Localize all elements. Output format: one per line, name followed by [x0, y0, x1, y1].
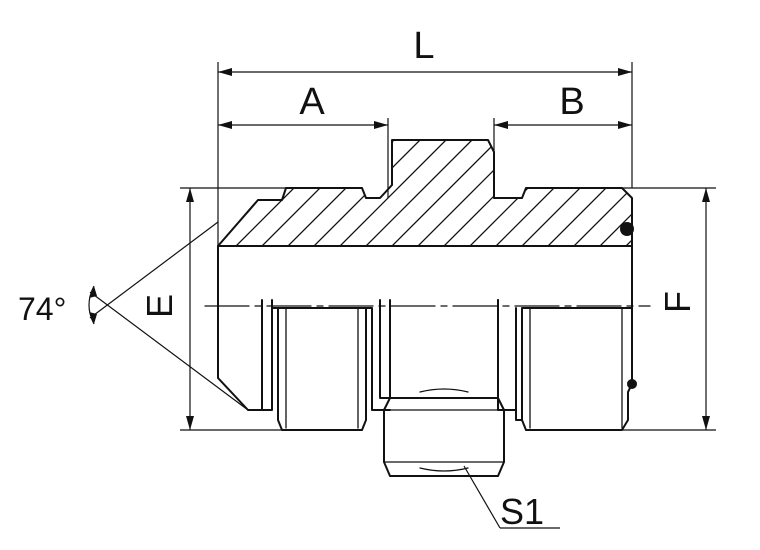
hatch-line — [517, 140, 629, 246]
left-cone-chamfer-line — [247, 199, 259, 213]
upper-section-outline — [217, 139, 633, 247]
hatch-line — [218, 140, 291, 246]
hatch-line — [491, 140, 603, 246]
hatch-line — [621, 140, 632, 246]
hatch-line — [335, 140, 447, 246]
section-hatching — [218, 140, 760, 250]
hatch-line — [231, 140, 343, 246]
dimension-B — [493, 118, 632, 152]
label-A: A — [299, 81, 325, 123]
cone-angle-indicator — [88, 221, 249, 411]
hatch-line — [257, 140, 369, 246]
hatch-line — [595, 140, 632, 246]
hatch-line — [387, 140, 499, 246]
dimension-F — [622, 187, 716, 431]
dimension-E — [180, 187, 286, 431]
hatch-line — [569, 140, 632, 246]
lower-external-view — [217, 245, 633, 477]
label-angle: 74° — [18, 291, 66, 327]
label-L: L — [413, 25, 434, 67]
hatch-line — [413, 140, 525, 246]
hatch-line — [700, 140, 760, 250]
dimension-A — [218, 118, 389, 198]
hex-leader — [463, 465, 560, 529]
hatch-line — [283, 140, 395, 246]
label-F: F — [657, 291, 698, 313]
label-B: B — [559, 81, 584, 123]
hatch-line — [361, 140, 473, 246]
hatch-line — [465, 140, 577, 246]
o-ring-top — [620, 222, 634, 236]
label-S1: S1 — [500, 491, 544, 532]
hatch-line — [674, 140, 760, 250]
hatch-line — [543, 140, 632, 246]
hatch-line — [648, 140, 758, 250]
hatch-line — [218, 140, 317, 246]
label-E: E — [139, 294, 180, 318]
